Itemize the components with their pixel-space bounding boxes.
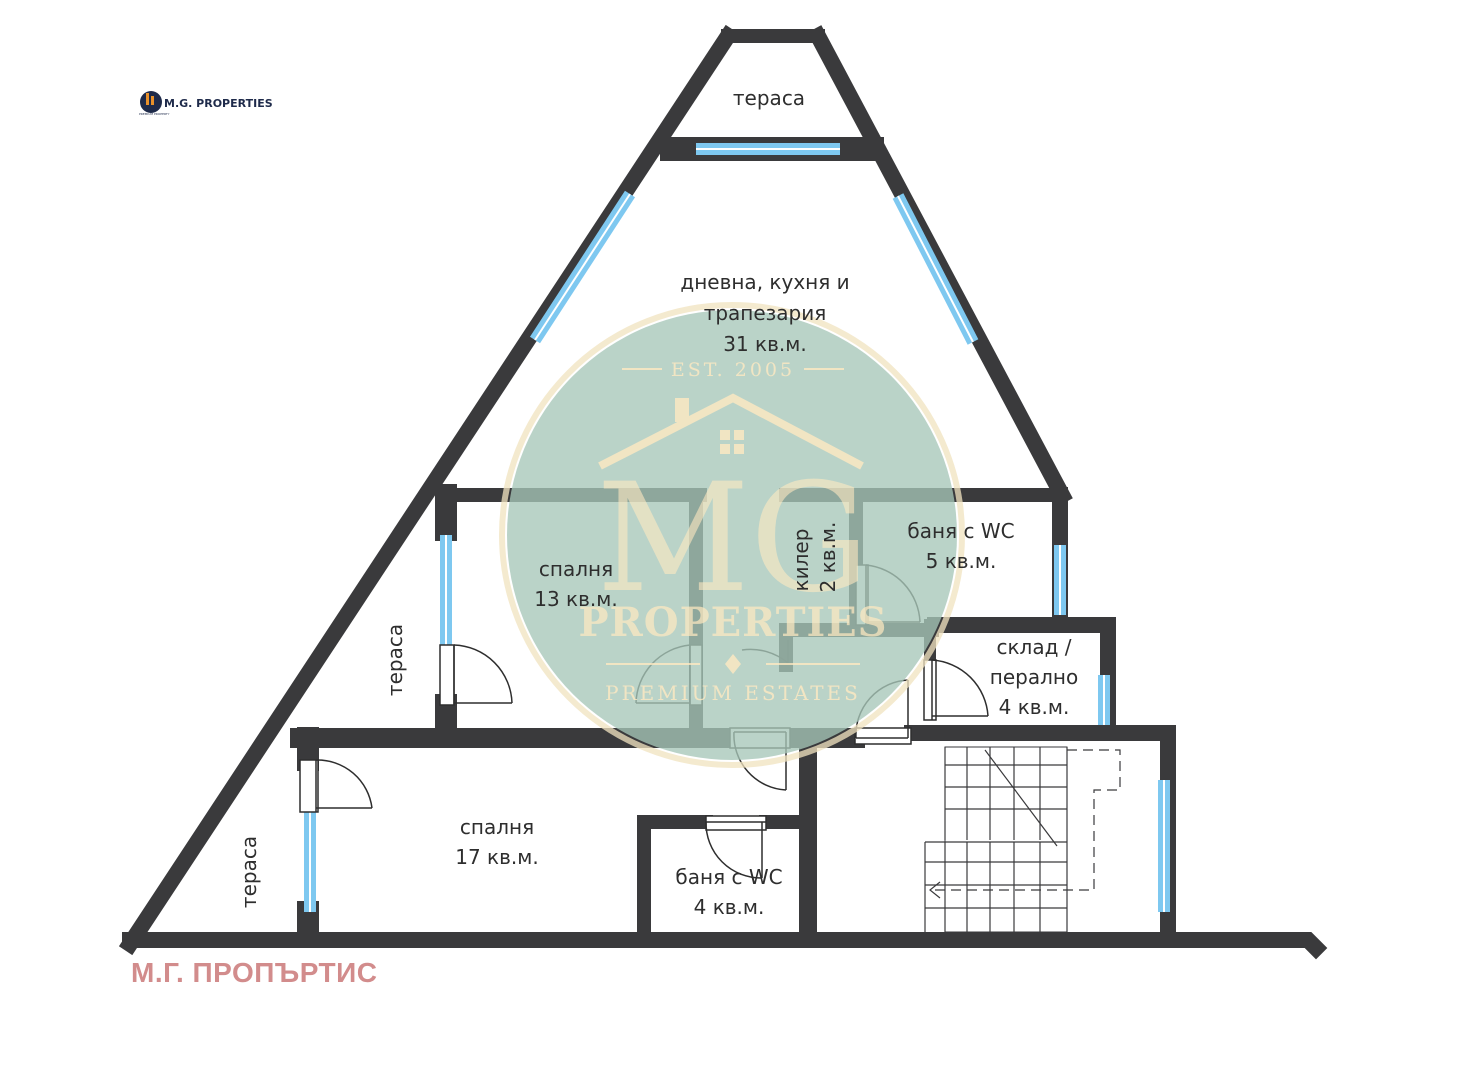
watermark: EST. 2005 MG PROPERTIES PREMIUM ESTATES — [499, 302, 965, 768]
door-terrace-left — [439, 644, 513, 706]
watermark-subtitle: PREMIUM ESTATES — [605, 681, 861, 705]
company-logo: M.G. PROPERTIES PREMIUM PROPERTY — [139, 91, 273, 116]
footer-company-name: М.Г. ПРОПЪРТИС — [131, 957, 378, 988]
label-living-line2: трапезария — [704, 301, 827, 325]
stairs-cut-line — [984, 749, 1058, 847]
label-bath1: баня с WC — [907, 519, 1014, 543]
label-pantry-area: 2 кв.м. — [816, 522, 840, 593]
label-bath2: баня с WC — [675, 865, 782, 889]
label-bath2-area: 4 кв.м. — [694, 895, 765, 919]
windows — [304, 140, 1170, 912]
label-bath1-area: 5 кв.м. — [926, 549, 997, 573]
label-storage-line2: перално — [990, 665, 1078, 689]
watermark-ornament-icon — [725, 654, 741, 674]
watermark-initials: MG — [596, 452, 869, 626]
door-terrace-bottom — [299, 759, 373, 813]
stairs-direction-path — [930, 749, 1121, 891]
label-left-terrace: тераса — [383, 624, 407, 696]
door-storage — [923, 659, 989, 721]
stairs-arrow-icon — [929, 881, 941, 899]
label-living-area: 31 кв.м. — [723, 332, 806, 356]
label-bedroom1-area: 13 кв.м. — [534, 587, 617, 611]
watermark-est: EST. 2005 — [671, 359, 795, 381]
label-living-line1: дневна, кухня и — [680, 270, 849, 294]
door-bath2 — [705, 815, 767, 879]
staircase — [924, 746, 1121, 933]
label-top-terrace: тераса — [733, 86, 805, 110]
outer-wall-bottom — [122, 932, 1328, 960]
logo-text: M.G. PROPERTIES — [164, 97, 273, 110]
wall-bath2-left — [637, 815, 713, 942]
room-labels: тераса дневна, кухня и трапезария 31 кв.… — [237, 86, 1078, 919]
watermark-name: PROPERTIES — [578, 599, 887, 646]
label-bedroom2: спалня — [460, 815, 534, 839]
label-storage-area: 4 кв.м. — [999, 695, 1070, 719]
watermark-roof-icon — [598, 393, 864, 470]
label-bedroom1: спалня — [539, 557, 613, 581]
label-bottom-terrace: тераса — [237, 836, 261, 908]
logo-tagline: PREMIUM PROPERTY — [139, 112, 170, 116]
watermark-circle — [507, 310, 957, 760]
outer-wall-left — [118, 24, 740, 956]
label-bedroom2-area: 17 кв.м. — [455, 845, 538, 869]
label-pantry: килер — [789, 529, 813, 592]
label-storage-line1: склад / — [996, 635, 1071, 659]
